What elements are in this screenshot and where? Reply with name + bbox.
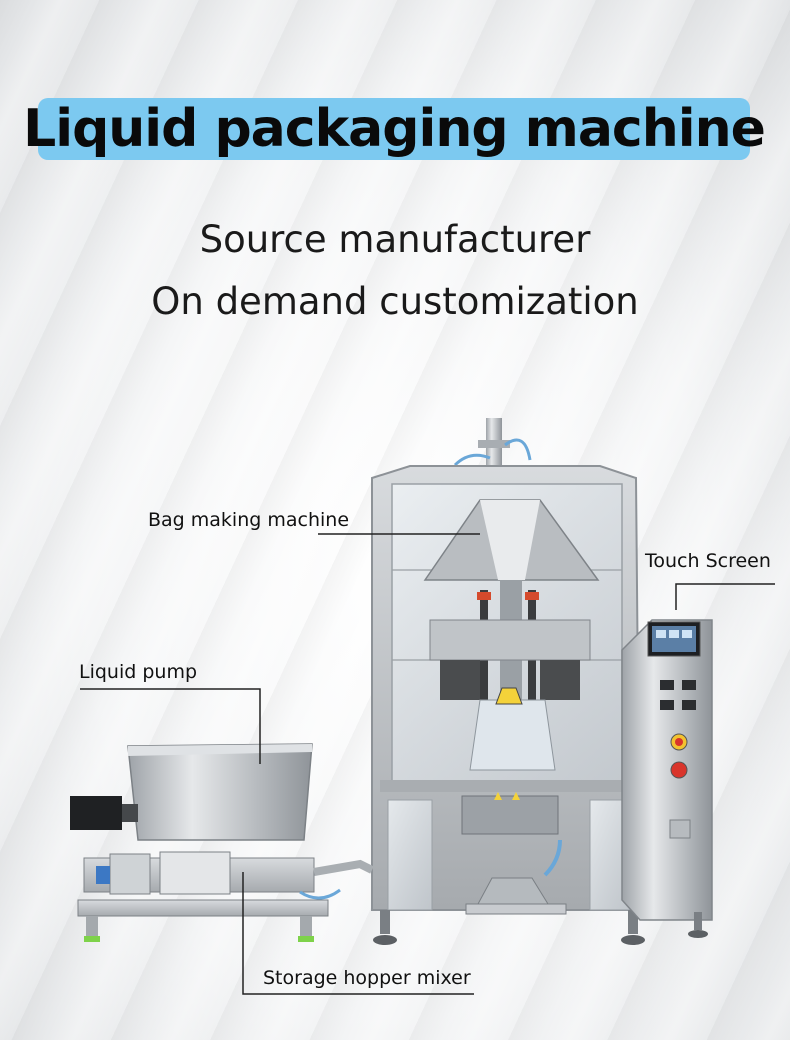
bag-making-machine [371, 418, 645, 945]
callout-lines [80, 533, 775, 995]
title-banner: Liquid packaging machine [23, 98, 766, 160]
leader-touch-screen [675, 583, 775, 610]
motor [70, 796, 122, 830]
subtitle-source: Source manufacturer [199, 218, 591, 261]
leader-liquid-pump [80, 688, 261, 764]
storage-hopper [127, 743, 313, 841]
page-title: Liquid packaging machine [23, 99, 766, 159]
subtitle-customization: On demand customization [151, 280, 639, 323]
bag [469, 699, 556, 771]
label-bag-making-machine: Bag making machine [148, 509, 350, 531]
leader-hopper [242, 872, 474, 995]
emergency-stop-icon [670, 761, 688, 779]
liquid-pump-unit [70, 743, 374, 942]
control-panel [621, 619, 713, 938]
label-liquid-pump: Liquid pump [79, 661, 198, 683]
label-touch-screen: Touch Screen [645, 550, 771, 572]
machine-illustration [70, 418, 775, 995]
label-storage-hopper-mixer: Storage hopper mixer [263, 967, 471, 989]
